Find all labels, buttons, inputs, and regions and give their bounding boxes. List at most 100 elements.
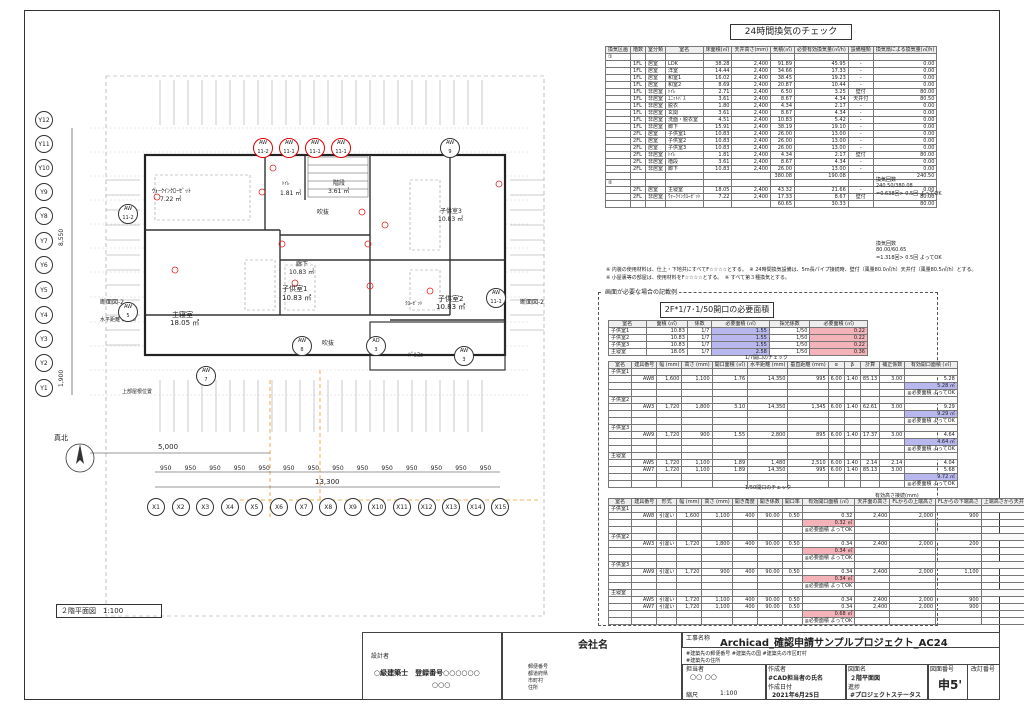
table-header: 建具番号 xyxy=(631,361,658,369)
table-cell: 6.00 xyxy=(827,431,845,439)
room-fukinuke: 吹抜 xyxy=(322,340,335,347)
vent-note: =0.638回> 0.5回 よってOK xyxy=(876,191,942,197)
table-cell: - xyxy=(847,102,874,110)
table-cell: 3.61 xyxy=(702,158,733,166)
table-cell: 900 xyxy=(935,512,982,520)
dim-8550: 8,550 xyxy=(58,228,65,246)
table-cell xyxy=(843,389,861,397)
table-cell xyxy=(879,417,906,425)
table-cell xyxy=(879,368,906,376)
table-cell xyxy=(681,410,713,418)
table-cell: 1.76 xyxy=(711,375,749,383)
table-cell xyxy=(631,610,658,618)
table-cell xyxy=(747,389,789,397)
table-header: 開口面積 (㎡) xyxy=(711,361,749,369)
table-cell xyxy=(756,589,783,597)
table-cell: - xyxy=(847,74,874,82)
table-cell xyxy=(604,144,632,152)
table-cell xyxy=(676,547,703,555)
table-cell: 2FL xyxy=(630,158,647,166)
table-cell xyxy=(711,417,749,425)
table-cell: 10.83 xyxy=(645,334,688,342)
table-cell xyxy=(676,561,703,569)
table-cell xyxy=(731,533,758,541)
table-cell: 2.14 xyxy=(859,459,881,467)
grid-axis-x: X10 xyxy=(368,498,387,516)
table-cell: 6.00 xyxy=(827,466,845,474)
table-cell xyxy=(607,403,633,411)
check7-sum-row: 9.29 ㎡ xyxy=(607,410,958,418)
table-cell: 1FL xyxy=(630,67,647,75)
grid-axis-x: X2 xyxy=(171,498,190,516)
table-cell: 2,000 xyxy=(889,596,937,604)
table-cell xyxy=(854,505,891,513)
table-cell xyxy=(854,526,891,534)
table-cell xyxy=(607,526,633,534)
table-cell xyxy=(843,368,861,376)
table-cell: 天井付 xyxy=(847,95,874,103)
table-cell xyxy=(980,575,1024,583)
table-cell xyxy=(631,438,658,446)
table-cell xyxy=(756,617,783,625)
table-cell xyxy=(879,473,906,481)
table-cell xyxy=(604,200,632,208)
table-cell: 子供室2 xyxy=(607,396,633,404)
table-cell xyxy=(787,417,829,425)
table-header: 換気扇による換気量(㎥/h) xyxy=(872,46,938,54)
table-cell xyxy=(607,438,633,446)
table-header: 面積 (㎡) xyxy=(645,320,688,328)
table-cell: 90.00 xyxy=(756,603,783,611)
table-cell xyxy=(681,445,713,453)
table-cell xyxy=(631,554,658,562)
table-cell: 900 xyxy=(681,431,713,439)
table-cell xyxy=(631,445,658,453)
table-cell: 玄関 xyxy=(665,109,704,117)
table-cell xyxy=(604,95,632,103)
table-cell: ﾄｲﾚ xyxy=(665,88,704,96)
table-cell: 26.00 xyxy=(770,130,796,138)
table-cell: 2,400 xyxy=(731,95,772,103)
tanto: ○○ ○○ xyxy=(690,673,717,681)
table-cell xyxy=(631,519,658,527)
table-cell: 900 xyxy=(935,603,982,611)
table-cell: 2FL xyxy=(630,165,647,173)
table-cell xyxy=(607,540,633,548)
table-cell xyxy=(980,519,1024,527)
table-cell: 4.34 xyxy=(794,158,849,166)
table-cell: 1FL xyxy=(630,95,647,103)
table-cell: 引違い xyxy=(656,540,678,548)
table-cell xyxy=(781,575,803,583)
table-cell xyxy=(656,396,683,404)
room-kodomo2-area: 10.83 ㎡ xyxy=(436,303,466,311)
grid-axis-x: X9 xyxy=(343,498,362,516)
table-header: 形式 xyxy=(656,498,678,506)
vent-note: 80.00/60.65 xyxy=(876,247,907,253)
sakusei: #CAD担当者の氏名 xyxy=(768,675,824,682)
table-cell xyxy=(904,424,958,432)
table-cell xyxy=(843,445,861,453)
table-cell: - xyxy=(847,67,874,75)
table-cell xyxy=(701,554,733,562)
table-header: 有効開口面積 (㎡) xyxy=(904,361,958,369)
table-cell xyxy=(854,610,891,618)
table-cell xyxy=(604,130,632,138)
table-cell: ≧必要面積 よってOK xyxy=(801,554,856,562)
table-cell: 190.08 xyxy=(794,172,849,180)
table-cell xyxy=(747,438,789,446)
table-cell: 7.22 xyxy=(702,193,733,201)
zuban-label: 図面番号 xyxy=(930,666,955,673)
table-cell xyxy=(656,582,678,590)
table-cell xyxy=(747,473,789,481)
table-cell xyxy=(935,561,982,569)
table-cell: 3.61 xyxy=(702,109,733,117)
table-cell: 1.40 xyxy=(843,466,861,474)
table-cell: 0.68 ㎡ xyxy=(801,610,856,618)
table-cell xyxy=(604,193,632,201)
project-label: 工事名称 xyxy=(686,635,711,642)
table-cell xyxy=(607,596,633,604)
table-cell xyxy=(631,589,658,597)
table-cell xyxy=(756,547,783,555)
